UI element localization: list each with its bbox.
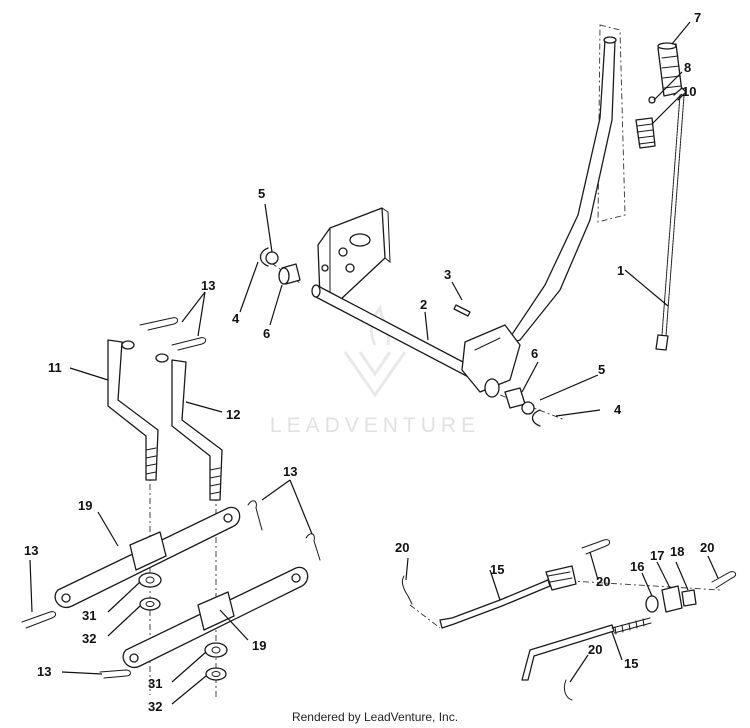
callout-1: 1 [617,263,624,278]
watermark-text: LEADVENTURE [270,414,480,437]
hardware-stack-right [204,642,228,681]
callout-6-right: 6 [531,346,538,361]
callout-20-left: 20 [395,540,409,555]
callout-15-lower: 15 [624,656,638,671]
callout-8: 8 [684,60,691,75]
hairpin-clips-20 [401,539,737,701]
callout-7: 7 [694,10,701,25]
callout-20-right: 20 [700,540,714,555]
lift-link-11 [107,339,159,481]
detent-spring [635,96,656,149]
callout-18: 18 [670,544,684,559]
callout-13-left: 13 [24,543,38,558]
callout-19-upper: 19 [78,498,92,513]
callout-31-right: 31 [148,676,162,691]
callout-15-upper: 15 [490,562,504,577]
swivel-hardware [645,585,697,613]
linkage-rod-upper [439,565,577,629]
callout-19-lower: 19 [252,638,266,653]
hand-grip [657,42,683,97]
callout-12: 12 [226,407,240,422]
callout-17: 17 [650,548,664,563]
callout-13-right: 13 [283,464,297,479]
callout-10: 10 [682,84,696,99]
callout-32-left: 32 [82,631,96,646]
callout-32-right: 32 [148,699,162,714]
callout-labels: 1 2 3 4 4 5 5 6 6 7 8 10 11 12 13 13 13 … [24,10,714,714]
watermark-logo: LEADVENTURE [270,304,480,437]
callout-leaders [29,21,719,705]
lift-handle [461,36,617,393]
callout-4-left: 4 [232,311,240,326]
hardware-stack-left [138,572,162,611]
callout-13-bottom: 13 [37,664,51,679]
callout-11: 11 [48,360,62,375]
lift-link-12 [155,353,223,501]
callout-4-right: 4 [614,402,622,417]
callout-5-right: 5 [598,362,605,377]
callout-16: 16 [630,559,644,574]
callout-6-left: 6 [263,326,270,341]
hairpin-clips-upper [139,317,207,351]
callout-20-middle: 20 [596,574,610,589]
callout-5-left: 5 [258,186,265,201]
render-credit: Rendered by LeadVenture, Inc. [291,710,459,724]
callout-20-bottom: 20 [588,642,602,657]
lift-shaft [311,284,483,383]
linkage-rod-lower [521,617,652,681]
shaft-hardware [259,247,541,427]
hairpin-clips-lower [21,500,321,679]
callout-3: 3 [444,267,451,282]
lift-arm-lower [122,566,309,669]
mounting-bracket [317,207,391,301]
callout-2: 2 [420,297,427,312]
release-rod [655,87,687,351]
lift-arm-upper [54,506,241,609]
callout-31-left: 31 [82,608,96,623]
callout-13-upper: 13 [201,278,215,293]
